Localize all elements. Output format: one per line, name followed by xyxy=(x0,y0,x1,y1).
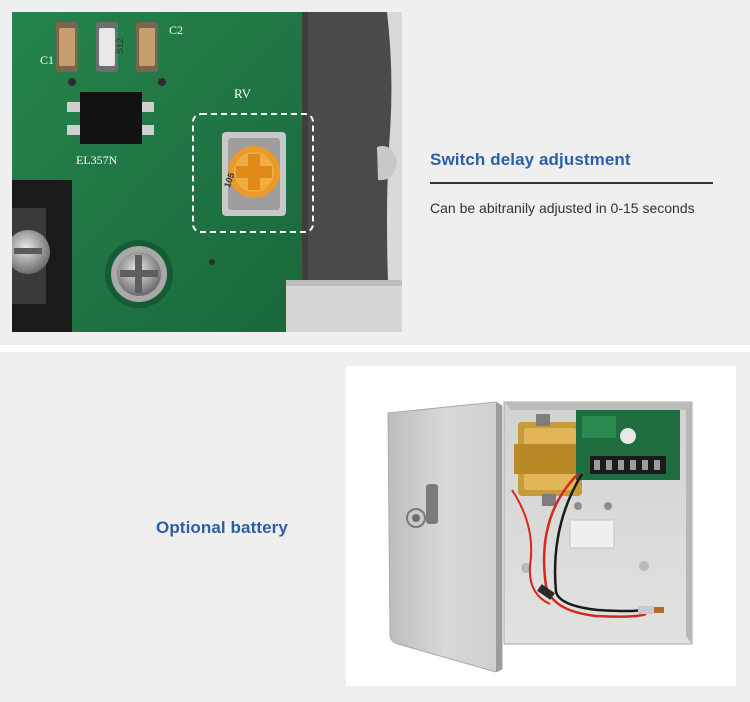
c1-label: C1 xyxy=(40,53,54,67)
switch-delay-title: Switch delay adjustment xyxy=(430,150,631,169)
c2-label: C2 xyxy=(169,23,183,37)
s12-label: S12 xyxy=(115,38,125,54)
chip-label: EL357N xyxy=(76,153,118,167)
pcb-closeup-photo: C1 C2 S12 EL357N RV 105 xyxy=(12,12,402,332)
optional-battery-title: Optional battery xyxy=(156,518,288,537)
title-divider xyxy=(430,182,713,184)
enclosure-photo xyxy=(346,366,736,686)
switch-delay-description: Can be abitranily adjusted in 0-15 secon… xyxy=(430,200,695,216)
pot-label: 105 xyxy=(222,171,237,189)
rv-label: RV xyxy=(234,86,252,101)
